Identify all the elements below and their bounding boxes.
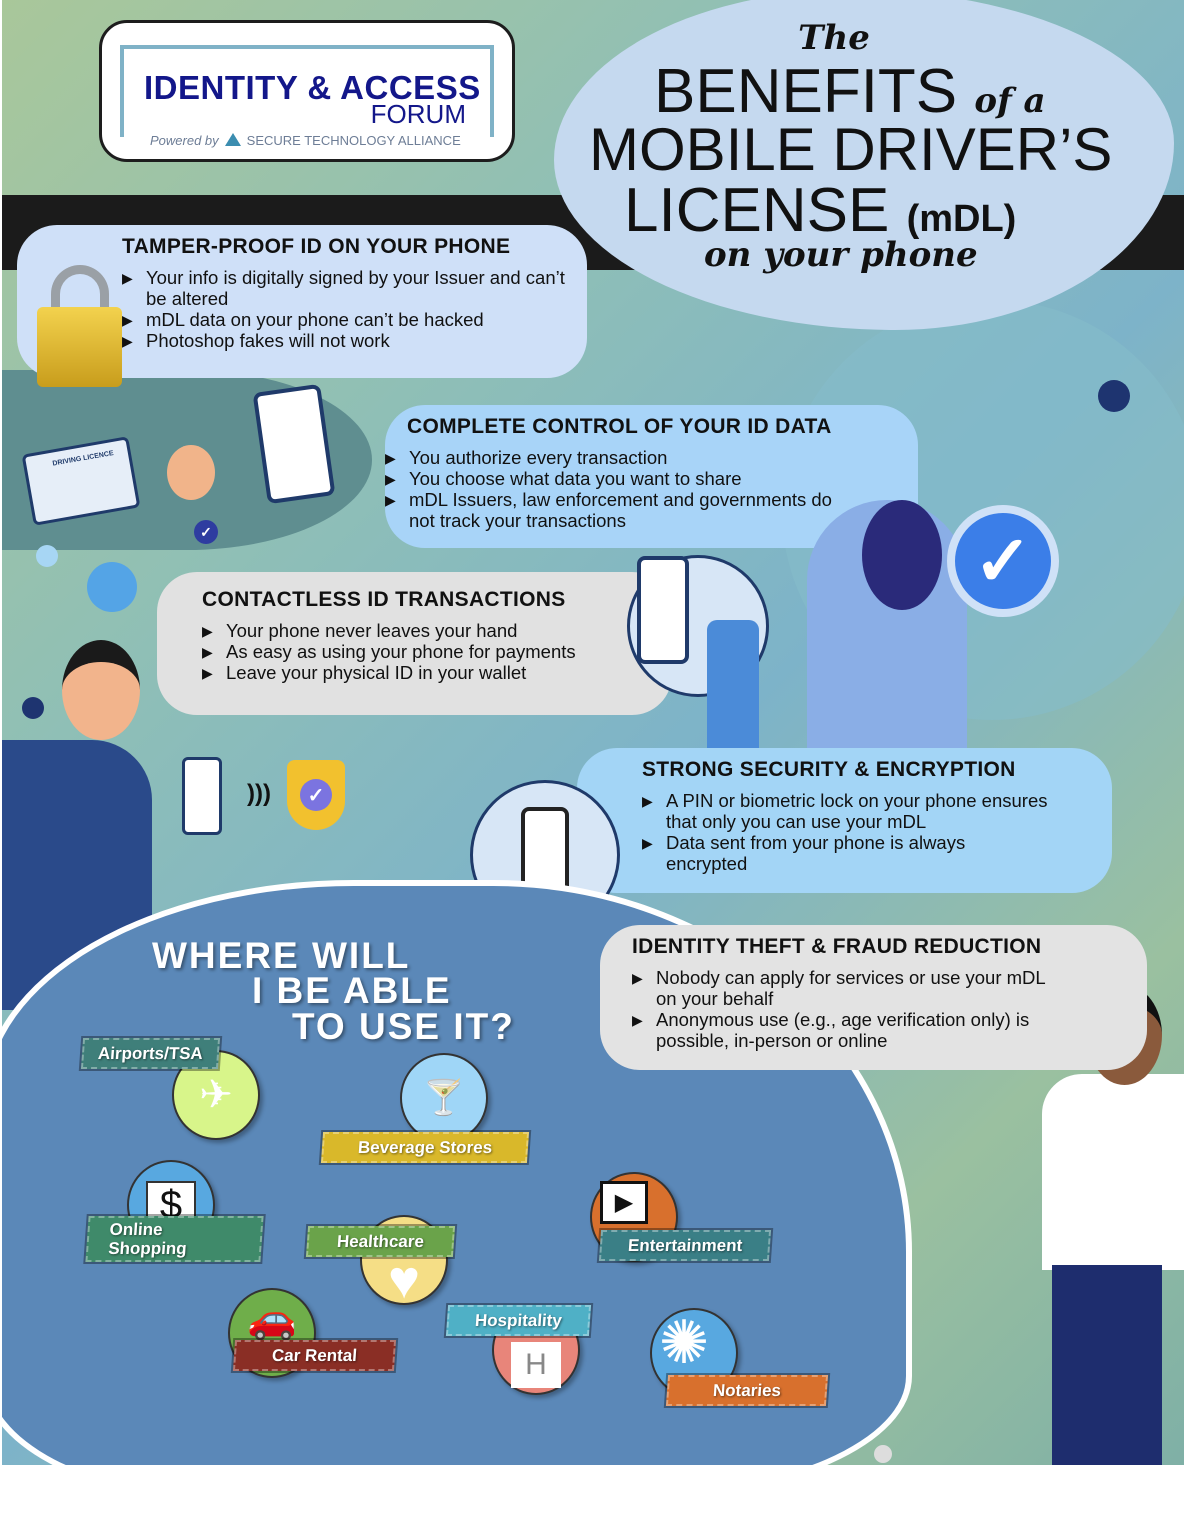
title-the: The xyxy=(798,18,870,58)
section-contactless: CONTACTLESS ID TRANSACTIONS Your phone n… xyxy=(157,572,672,715)
shield-check-icon: ✓ xyxy=(287,760,345,830)
title-line2: MOBILE DRIVER’S xyxy=(589,116,1113,183)
place-entertainment: Entertainment xyxy=(596,1228,774,1263)
bullet: Nobody can apply for services or use you… xyxy=(632,967,1125,1009)
place-healthcare: Healthcare xyxy=(303,1224,458,1259)
decor-dot xyxy=(87,562,137,612)
place-hospitality: Hospitality xyxy=(443,1303,594,1338)
place-online-shopping: Online Shopping xyxy=(83,1214,266,1264)
bullet: Data sent from your phone is always encr… xyxy=(642,832,1090,874)
bullet: mDL Issuers, law enforcement and governm… xyxy=(385,489,896,531)
title-line3: LICENSE (mDL) xyxy=(624,176,1017,245)
place-notaries: Notaries xyxy=(663,1373,831,1408)
man-head xyxy=(62,640,140,740)
section-identity-theft: IDENTITY THEFT & FRAUD REDUCTION Nobody … xyxy=(600,925,1147,1070)
place-beverage-stores: Beverage Stores xyxy=(318,1130,532,1165)
man-pants xyxy=(1052,1265,1162,1465)
man-scanning-illustration xyxy=(707,620,759,748)
where-heading-line3: TO USE IT? xyxy=(292,1006,515,1047)
title-line1: BENEFITS of a xyxy=(654,57,1046,126)
bullet: You authorize every transaction xyxy=(385,447,896,469)
section-heading: COMPLETE CONTROL OF YOUR ID DATA xyxy=(407,415,832,438)
decor-dot xyxy=(22,697,44,719)
section-heading: TAMPER-PROOF ID ON YOUR PHONE xyxy=(122,235,511,258)
man-white-shirt-illustration xyxy=(1042,1074,1184,1270)
phone-icon xyxy=(182,757,222,835)
bullet: A PIN or biometric lock on your phone en… xyxy=(642,790,1090,832)
qr-phone-icon xyxy=(637,556,689,664)
contactless-wave-icon: ))) xyxy=(247,780,271,807)
logo-line2: FORUM xyxy=(370,99,466,129)
bullet: You choose what data you want to share xyxy=(385,468,896,490)
section-heading: IDENTITY THEFT & FRAUD REDUCTION xyxy=(632,935,1042,958)
decor-dot xyxy=(874,1445,892,1463)
place-car-rental: Car Rental xyxy=(230,1338,399,1373)
bullet: Photoshop fakes will not work xyxy=(122,330,565,352)
where-heading-line2: I BE ABLE xyxy=(252,970,452,1011)
check-icon: ✓ xyxy=(194,520,218,544)
woman-head xyxy=(862,500,942,610)
section-heading: STRONG SECURITY & ENCRYPTION xyxy=(642,758,1016,781)
title-subtitle: on your phone xyxy=(704,235,978,275)
cocktail-icon: 🍸 xyxy=(400,1053,488,1143)
bullet: Anonymous use (e.g., age verification on… xyxy=(632,1009,1125,1051)
bullet: mDL data on your phone can’t be hacked xyxy=(122,309,565,331)
alliance-logo-icon xyxy=(224,133,241,146)
bullet: As easy as using your phone for payments xyxy=(202,641,650,663)
section-heading: CONTACTLESS ID TRANSACTIONS xyxy=(202,588,566,611)
bullet: Your info is digitally signed by your Is… xyxy=(122,267,565,309)
face-scan-illustration xyxy=(167,445,215,500)
decor-dot xyxy=(36,545,58,567)
decor-dot xyxy=(1098,380,1130,412)
place-airports-tsa: Airports/TSA xyxy=(78,1036,222,1071)
section-tamper-proof: TAMPER-PROOF ID ON YOUR PHONE Your info … xyxy=(17,225,587,387)
title-cloud: The BENEFITS of a MOBILE DRIVER’S LICENS… xyxy=(554,0,1174,330)
where-heading-line1: WHERE WILL xyxy=(152,935,411,976)
logo-line1: IDENTITY & ACCESS xyxy=(144,69,481,106)
padlock-icon xyxy=(37,265,122,387)
section-strong-security: STRONG SECURITY & ENCRYPTION A PIN or bi… xyxy=(577,748,1112,893)
bullet: Your phone never leaves your hand xyxy=(202,620,650,642)
big-check-icon: ✓ xyxy=(947,505,1059,617)
bullet: Leave your physical ID in your wallet xyxy=(202,662,650,684)
